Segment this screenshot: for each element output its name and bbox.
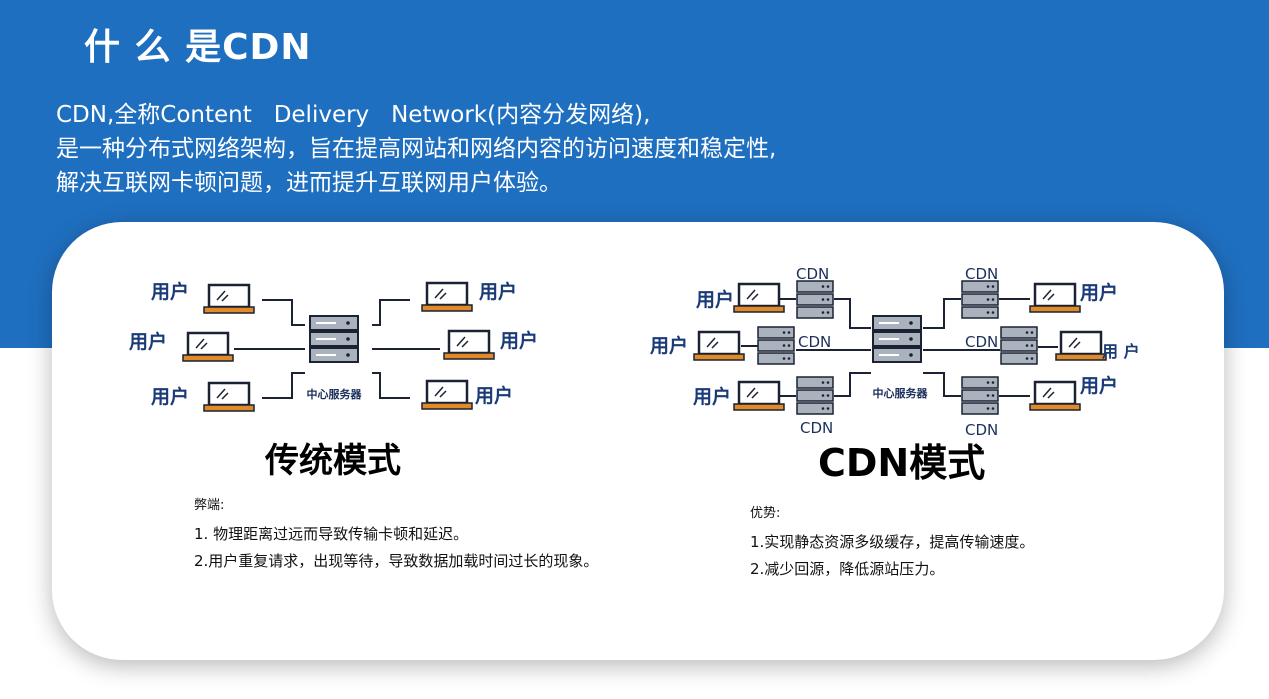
intro-line: CDN,全称Content Delivery Network(内容分发网络), [56,102,651,128]
content-card [52,222,1224,660]
intro-line: 解决互联网卡顿问题，进而提升互联网用户体验。 [56,170,562,196]
note-item: 1. 物理距离过远而导致传输卡顿和延迟。 [194,525,469,543]
advantages-notes: 优势: 1.实现静态资源多级缓存，提高传输速度。 2.减少回源，降低源站压力。 [750,502,1150,585]
intro-line: 是一种分布式网络架构，旨在提高网站和网络内容的访问速度和稳定性, [56,136,777,162]
note-item: 2.用户重复请求，出现等待，导致数据加载时间过长的现象。 [194,552,599,570]
drawbacks-notes: 弊端: 1. 物理距离过远而导致传输卡顿和延迟。 2.用户重复请求，出现等待，导… [194,494,634,577]
note-item: 2.减少回源，降低源站压力。 [750,560,945,578]
notes-heading: 弊端: [194,498,225,513]
note-item: 1.实现静态资源多级缓存，提高传输速度。 [750,533,1035,551]
notes-heading: 优势: [750,506,781,521]
page-title: 什 么 是CDN [84,27,312,68]
intro-text: CDN,全称Content Delivery Network(内容分发网络), … [56,98,776,200]
